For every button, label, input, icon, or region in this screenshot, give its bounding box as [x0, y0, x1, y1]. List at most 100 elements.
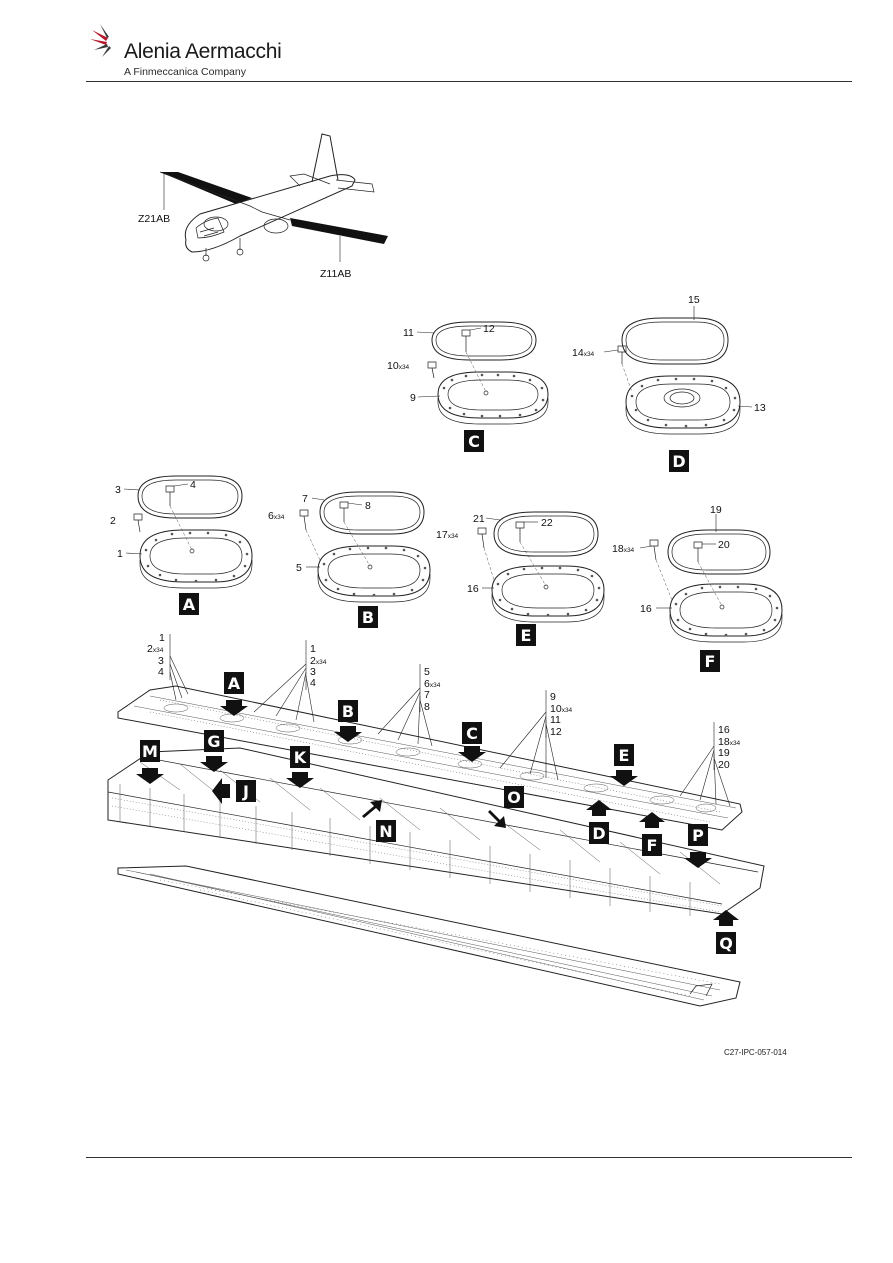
svg-text:M: M	[142, 742, 158, 761]
svg-text:N: N	[379, 822, 392, 841]
item-11-label: 11	[403, 327, 414, 339]
box-view-label-p: P	[684, 824, 712, 868]
figure-reference: C27-IPC-057-014	[724, 1048, 787, 1057]
view-label-c: C	[468, 432, 480, 451]
view-label-b: B	[362, 608, 374, 627]
svg-text:Q: Q	[719, 934, 733, 953]
svg-text:K: K	[294, 748, 307, 767]
callout-group-5: 16 18x34 19 20	[679, 722, 741, 807]
svg-text:D: D	[592, 824, 605, 843]
box-view-label-n: N	[362, 800, 396, 842]
detail-view-f: 19 20 18x34 16 F	[612, 504, 783, 672]
item-16-label-f: 16	[640, 603, 652, 615]
callout-4-item-4: 12	[550, 726, 562, 738]
company-subtitle: A Finmeccanica Company	[124, 66, 246, 78]
view-label-a: A	[183, 595, 196, 614]
left-wing-highlight	[160, 172, 252, 204]
callout-group-3: 5 6x34 7 8	[377, 664, 441, 747]
callout-group-1: 1 2x34 3 4	[147, 632, 189, 701]
callout-3-item-3: 7	[424, 689, 430, 701]
item-19-label: 19	[710, 504, 722, 516]
item-5-label: 5	[296, 562, 302, 574]
view-label-f: F	[705, 652, 716, 671]
box-view-label-m: M	[136, 740, 164, 784]
box-view-label-q: Q	[713, 910, 739, 954]
item-14-label: 14x34	[572, 347, 595, 359]
callout-2-item-2: 2x34	[310, 655, 327, 667]
svg-text:F: F	[647, 836, 658, 855]
item-17-label: 17x34	[436, 529, 459, 541]
view-label-b-box	[358, 606, 378, 628]
item-6-label: 6x34	[268, 510, 285, 522]
callout-1-item-1: 1	[159, 632, 165, 644]
item-20-label: 20	[718, 539, 730, 551]
detail-view-a: 3 4 2 1 A	[110, 475, 253, 615]
zone-label-right: Z11AB	[320, 268, 351, 280]
item-10-label: 10x34	[387, 360, 410, 372]
callout-5-item-2: 18x34	[718, 736, 741, 748]
svg-text:B: B	[342, 702, 354, 721]
svg-text:A: A	[228, 674, 241, 693]
top-panel-view-label-a: A	[220, 672, 248, 716]
callout-3-item-2: 6x34	[424, 678, 441, 690]
alenia-logo-icon	[90, 24, 111, 57]
item-21-label: 21	[473, 513, 485, 525]
zone-label-left: Z21AB	[138, 213, 170, 225]
item-8-label: 8	[365, 500, 371, 512]
item-15-label: 15	[688, 294, 700, 306]
view-label-c-box	[464, 430, 484, 452]
callout-5-item-4: 20	[718, 759, 730, 771]
item-7-label: 7	[302, 493, 308, 505]
item-3-label: 3	[115, 484, 121, 496]
view-label-f-box	[700, 650, 720, 672]
callout-2-item-3: 3	[310, 666, 316, 678]
footer-rule	[86, 1157, 852, 1158]
svg-text:P: P	[692, 826, 704, 845]
detail-view-d: 15 14x34 13 D	[572, 294, 766, 472]
callout-5-item-3: 19	[718, 747, 730, 759]
callout-4-item-2: 10x34	[550, 703, 573, 715]
item-9-label: 9	[410, 392, 416, 404]
detail-view-b: 7 8 6x34 5 B	[268, 491, 431, 628]
callout-group-4: 9 10x34 11 12	[499, 690, 573, 781]
item-13-label: 13	[754, 402, 766, 414]
callout-1-item-4: 4	[158, 666, 164, 678]
right-wing-highlight	[290, 218, 388, 244]
company-name: Alenia Aermacchi	[124, 40, 282, 63]
callout-3-item-1: 5	[424, 666, 430, 678]
item-4-label: 4	[190, 479, 196, 491]
svg-text:G: G	[207, 732, 220, 751]
callout-4-item-1: 9	[550, 691, 556, 703]
item-18-label: 18x34	[612, 543, 635, 555]
view-label-e: E	[521, 626, 532, 645]
box-view-label-o: O	[488, 786, 524, 828]
svg-text:E: E	[619, 746, 630, 765]
view-label-e-box	[516, 624, 536, 646]
view-label-d-box	[669, 450, 689, 472]
callout-1-item-3: 3	[158, 655, 164, 667]
box-view-label-g: G	[200, 730, 228, 772]
header-rule	[86, 81, 852, 82]
item-1-label: 1	[117, 548, 123, 560]
wing-lower-panel	[117, 865, 741, 1007]
wing-box-structure	[107, 747, 765, 916]
callout-group-2: 1 2x34 3 4	[253, 640, 327, 723]
detail-view-c: 11 12 10x34 9 C	[387, 321, 549, 452]
callout-5-item-1: 16	[718, 724, 730, 736]
callout-3-item-4: 8	[424, 701, 430, 713]
svg-text:J: J	[242, 782, 249, 801]
callout-2-item-1: 1	[310, 643, 316, 655]
callout-1-item-2: 2x34	[147, 643, 164, 655]
box-view-label-k: K	[286, 746, 314, 788]
svg-text:O: O	[507, 788, 521, 807]
box-view-label-f: F	[639, 812, 665, 856]
callout-4-item-3: 11	[550, 714, 561, 726]
top-panel-view-label-b: B	[334, 700, 362, 742]
item-2-label: 2	[110, 515, 116, 527]
page-header: Alenia Aermacchi A Finmeccanica Company	[0, 0, 893, 82]
box-view-label-d: D	[586, 800, 612, 844]
view-label-d: D	[672, 452, 685, 471]
callout-2-item-4: 4	[310, 677, 316, 689]
detail-view-e: 21 22 17x34 16 E	[436, 511, 605, 646]
